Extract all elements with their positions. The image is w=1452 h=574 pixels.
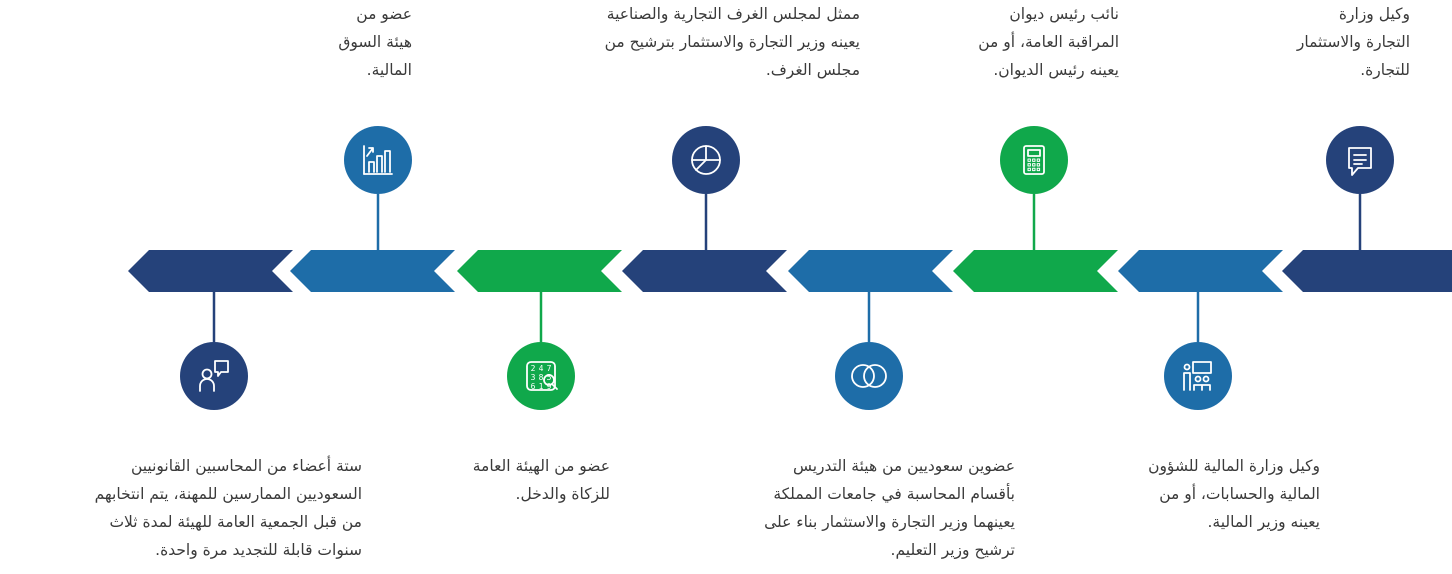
svg-text:3: 3 bbox=[531, 373, 536, 382]
classroom-icon bbox=[1183, 361, 1212, 391]
timeline-chevron-segment bbox=[953, 250, 1118, 292]
svg-text:4: 4 bbox=[539, 364, 544, 373]
calculator-icon bbox=[1023, 145, 1045, 175]
timeline-chevron-segment bbox=[128, 250, 293, 292]
icon-circle bbox=[835, 342, 903, 410]
timeline-chevron-segment bbox=[788, 250, 953, 292]
venn-circles-icon bbox=[851, 364, 887, 388]
bar-chart-icon bbox=[363, 145, 393, 175]
svg-text:1: 1 bbox=[539, 382, 544, 391]
svg-text:6: 6 bbox=[531, 382, 536, 391]
icon-circle bbox=[507, 342, 575, 410]
icon-circle bbox=[1000, 126, 1068, 194]
icon-circle bbox=[344, 126, 412, 194]
svg-text:2: 2 bbox=[531, 364, 536, 373]
chat-icon bbox=[1348, 147, 1372, 176]
svg-text:5: 5 bbox=[547, 373, 552, 382]
timeline-chevron-segment bbox=[1118, 250, 1283, 292]
pie-chart-icon bbox=[691, 145, 721, 175]
timeline-chevron-segment bbox=[1282, 250, 1452, 292]
timeline-chevron-segment bbox=[290, 250, 455, 292]
svg-text:7: 7 bbox=[547, 364, 552, 373]
svg-text:9: 9 bbox=[547, 382, 552, 391]
timeline-chevron-segment bbox=[457, 250, 622, 292]
timeline-chevron-segment bbox=[622, 250, 787, 292]
presenter-icon bbox=[199, 360, 229, 392]
svg-text:8: 8 bbox=[539, 373, 544, 382]
icon-circle bbox=[180, 342, 248, 410]
